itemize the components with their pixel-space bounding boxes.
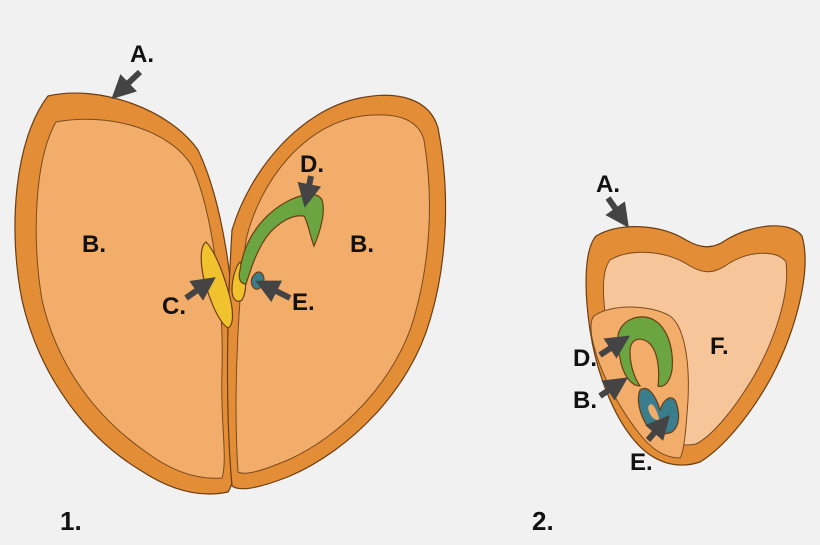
fig2-label-b: B. xyxy=(573,387,597,414)
fig2-label-d: D. xyxy=(573,345,597,372)
fig2-label-a: A. xyxy=(596,171,620,198)
fig2-arrow-b xyxy=(598,377,628,401)
fig1-label-a: A. xyxy=(130,41,154,68)
fig1-arrow-a xyxy=(111,69,143,100)
fig1-label-b-right: B. xyxy=(350,231,374,258)
fig1-cotyledon-left xyxy=(35,118,225,479)
fig2-arrow-d xyxy=(598,335,631,359)
fig1-arrow-d xyxy=(297,175,322,208)
fig1-radicle xyxy=(200,241,234,329)
fig1-label-c: C. xyxy=(162,293,186,320)
fig1-label-d: D. xyxy=(300,151,324,178)
figure1-dicot-seed: A. B. B. C. D. E. 1. xyxy=(14,41,447,536)
fig1-arrow-e xyxy=(255,280,292,303)
fig2-arrow-e xyxy=(645,414,670,442)
fig2-arrow-a xyxy=(605,196,629,228)
fig1-number: 1. xyxy=(60,506,82,536)
fig2-label-f: F. xyxy=(710,333,729,360)
fig2-label-e: E. xyxy=(630,449,653,476)
fig1-arrow-c xyxy=(184,277,216,301)
fig1-label-e: E. xyxy=(292,289,315,316)
fig2-number: 2. xyxy=(532,506,554,536)
fig2-plumule xyxy=(617,316,673,387)
fig1-label-b-left: B. xyxy=(82,231,106,258)
figure2-monocot-seed: A. D. B. E. F. 2. xyxy=(532,171,806,536)
